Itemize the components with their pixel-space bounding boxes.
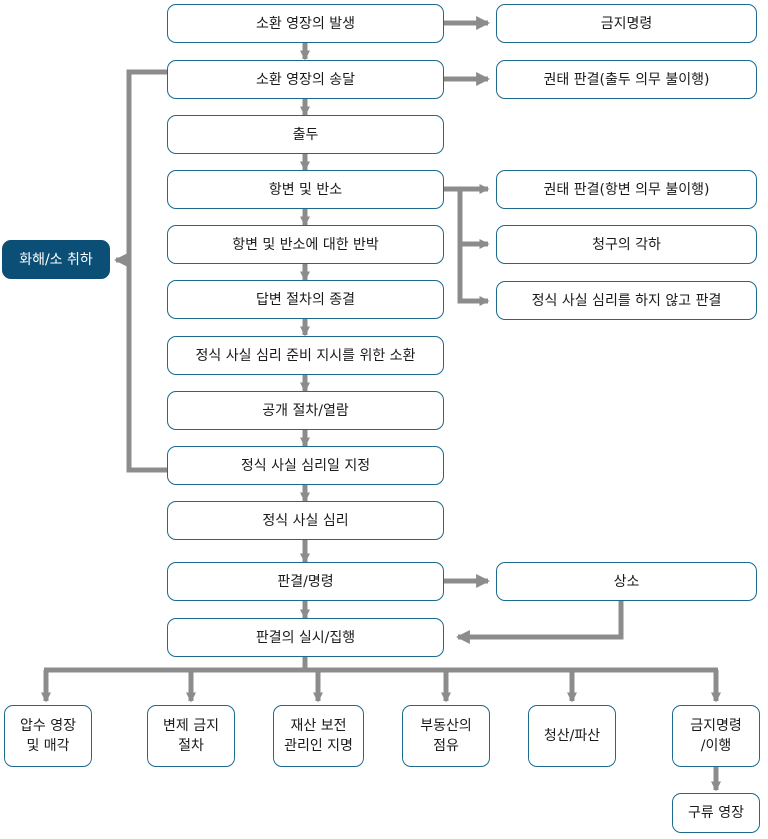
outcome-default-appearance: 권태 판결(출두 의무 불이행) <box>496 60 757 99</box>
enforcement-writ-seizure: 압수 영장 및 매각 <box>4 705 92 767</box>
step-discovery: 공개 절차/열람 <box>167 391 444 430</box>
outcome-summary-judgment: 정식 사실 심리를 하지 않고 판결 <box>496 281 757 320</box>
outcome-appeal: 상소 <box>496 562 757 601</box>
final-detention-warrant: 구류 영장 <box>672 793 760 833</box>
outcome-default-defence: 권태 판결(항변 의무 불이행) <box>496 170 757 209</box>
enforcement-injunction: 금지명령 /이행 <box>672 705 760 767</box>
enforcement-possession: 부동산의 점유 <box>402 705 490 767</box>
outcome-injunction: 금지명령 <box>496 4 757 43</box>
enforcement-garnishee: 변제 금지 절차 <box>147 705 235 767</box>
step-appearance: 출두 <box>167 115 444 154</box>
settlement-withdrawal: 화해/소 취하 <box>2 240 110 279</box>
step-issuance: 소환 영장의 발생 <box>167 4 444 43</box>
outcome-strike-out: 청구의 각하 <box>496 225 757 264</box>
step-reply: 항변 및 반소에 대한 반박 <box>167 225 444 264</box>
settlement-bracket <box>126 69 168 473</box>
appeal-return <box>455 601 624 644</box>
step-trial: 정식 사실 심리 <box>167 501 444 540</box>
step-service: 소환 영장의 송달 <box>167 60 444 99</box>
step-defence-counterclaim: 항변 및 반소 <box>167 170 444 209</box>
step-judgment: 판결/명령 <box>167 562 444 601</box>
enforcement-winding-up: 청산/파산 <box>528 705 616 767</box>
step-close-pleadings: 답변 절차의 종결 <box>167 280 444 319</box>
enforcement-receiver: 재산 보전 관리인 지명 <box>273 705 364 767</box>
step-enforcement: 판결의 실시/집행 <box>167 618 444 657</box>
step-trial-date: 정식 사실 심리일 지정 <box>167 446 444 485</box>
step-summons-directions: 정식 사실 심리 준비 지시를 위한 소환 <box>167 336 444 375</box>
